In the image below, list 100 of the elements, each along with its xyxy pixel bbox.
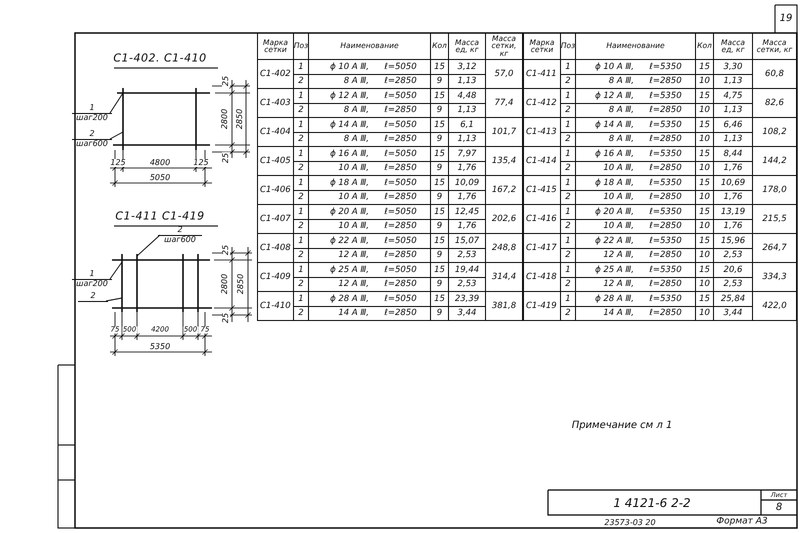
quantity: 9 <box>431 248 449 263</box>
bar-length: ℓ=5350 <box>636 147 696 162</box>
unit-mass: 2,53 <box>714 278 753 292</box>
mesh-mass: 264,7 <box>753 234 797 263</box>
leader-line <box>110 262 122 280</box>
mesh-mass: 248,8 <box>486 234 523 263</box>
unit-mass: 8,44 <box>714 147 753 162</box>
quantity: 15 <box>696 89 714 104</box>
bar-length: ℓ=2850 <box>371 248 431 263</box>
sheet-number: 8 <box>776 503 782 513</box>
quantity: 9 <box>431 74 449 89</box>
unit-mass: 3,12 <box>449 60 486 74</box>
dimension-value: 4800 <box>148 159 172 167</box>
bar-length: ℓ=5050 <box>371 176 431 190</box>
position-number: 1 <box>561 147 576 162</box>
bar-name: ϕ 28 A Ⅲ, <box>309 292 371 306</box>
quantity: 15 <box>696 205 714 220</box>
bar-length: ℓ=2850 <box>636 132 696 147</box>
mesh-mass: 215,5 <box>753 205 797 234</box>
mesh-mark: С1-413 <box>524 118 561 147</box>
bar-length: ℓ=2850 <box>636 74 696 89</box>
drawing-number: 1 4121-6 2-2 <box>613 497 691 509</box>
unit-mass: 6,46 <box>714 118 753 132</box>
drawing-title: С1-411 С1-419 <box>115 210 205 222</box>
bar-length: ℓ=2850 <box>371 74 431 89</box>
position-number: 1 <box>294 147 309 162</box>
dimension-value: 25 <box>222 152 230 164</box>
quantity: 15 <box>431 60 449 74</box>
unit-mass: 1,76 <box>714 220 753 234</box>
dimension-value: 5050 <box>148 174 172 182</box>
position-number: 2 <box>561 248 576 263</box>
mesh-mark: С1-405 <box>258 147 294 176</box>
unit-mass: 7,97 <box>449 147 486 162</box>
bar-name: 14 A Ⅲ, <box>309 306 371 321</box>
quantity: 10 <box>696 248 714 263</box>
quantity: 10 <box>696 190 714 205</box>
mesh-mark: С1-403 <box>258 89 294 118</box>
quantity: 15 <box>431 176 449 190</box>
bar-name: 12 A Ⅲ, <box>309 278 371 292</box>
bar-length: ℓ=2850 <box>636 190 696 205</box>
mesh-mass: 77,4 <box>486 89 523 118</box>
bar-name: 10 A Ⅲ, <box>309 162 371 176</box>
mesh-mass: 82,6 <box>753 89 797 118</box>
bar-length: ℓ=5350 <box>636 60 696 74</box>
bar-length: ℓ=5050 <box>371 292 431 306</box>
unit-mass: 1,13 <box>714 132 753 147</box>
quantity: 10 <box>696 74 714 89</box>
position-number: 1 <box>561 60 576 74</box>
bar-length: ℓ=2850 <box>371 104 431 118</box>
unit-mass: 12,45 <box>449 205 486 220</box>
bar-length: ℓ=5350 <box>636 118 696 132</box>
position-number: 2 <box>294 278 309 292</box>
leader-line <box>110 132 124 140</box>
position-number: 2 <box>561 220 576 234</box>
bar-name: 14 A Ⅲ, <box>576 306 636 321</box>
archive-number: 23573-03 20 <box>604 519 656 527</box>
mesh-mark: С1-414 <box>524 147 561 176</box>
unit-mass: 15,96 <box>714 234 753 248</box>
bar-name: ϕ 18 A Ⅲ, <box>309 176 371 190</box>
leader-line <box>136 234 160 256</box>
mesh-mass: 108,2 <box>753 118 797 147</box>
bar-name: 10 A Ⅲ, <box>576 162 636 176</box>
position-number: 2 <box>561 104 576 118</box>
mesh-mark: С1-402 <box>258 60 294 89</box>
unit-mass: 1,13 <box>449 104 486 118</box>
quantity: 15 <box>431 292 449 306</box>
mesh-mass: 57,0 <box>486 60 523 89</box>
bar-name: ϕ 20 A Ⅲ, <box>576 205 636 220</box>
sheet-format: Формат А3 <box>716 518 768 526</box>
position-number: 1 <box>561 176 576 190</box>
position-number: 2 <box>294 104 309 118</box>
bar-length: ℓ=5350 <box>636 205 696 220</box>
quantity: 15 <box>431 205 449 220</box>
bar-length: ℓ=5050 <box>371 234 431 248</box>
unit-mass: 4,48 <box>449 89 486 104</box>
bar-length: ℓ=2850 <box>371 278 431 292</box>
quantity: 9 <box>431 220 449 234</box>
quantity: 9 <box>431 190 449 205</box>
position-number: 1 <box>294 205 309 220</box>
bar-length: ℓ=2850 <box>636 278 696 292</box>
position-number: 2 <box>294 306 309 321</box>
bar-length: ℓ=5050 <box>371 147 431 162</box>
position-number: 1 <box>561 89 576 104</box>
mesh-mass: 135,4 <box>486 147 523 176</box>
bar-length: ℓ=2850 <box>371 220 431 234</box>
mesh-mass: 314,4 <box>486 263 523 292</box>
bar-length: ℓ=5350 <box>636 292 696 306</box>
bar-length: ℓ=5350 <box>636 263 696 278</box>
mesh-mark: С1-419 <box>524 292 561 321</box>
position-number: 2 <box>294 74 309 89</box>
bar-name: ϕ 22 A Ⅲ, <box>576 234 636 248</box>
unit-mass: 19,44 <box>449 263 486 278</box>
bar-name: ϕ 28 A Ⅲ, <box>576 292 636 306</box>
bar-length: ℓ=5050 <box>371 89 431 104</box>
mesh-mass: 101,7 <box>486 118 523 147</box>
bar-name: 10 A Ⅲ, <box>576 220 636 234</box>
mesh-mass: 381,8 <box>486 292 523 321</box>
position-number: 1 <box>294 118 309 132</box>
mesh-mark: С1-407 <box>258 205 294 234</box>
mesh-mark: С1-410 <box>258 292 294 321</box>
